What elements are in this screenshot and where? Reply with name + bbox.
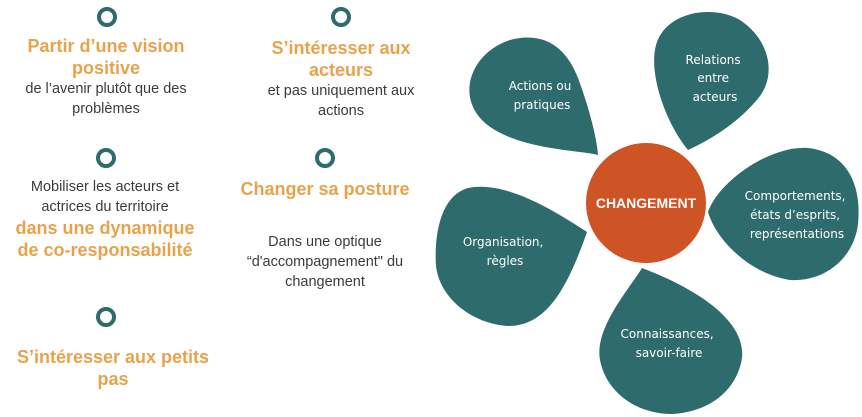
principle-title: Changer sa posture — [240, 179, 410, 199]
change-flower-diagram: CHANGEMENT Actions ou pratiques Relation… — [435, 12, 859, 414]
petal-organisation — [435, 186, 587, 326]
petal-actions — [469, 37, 598, 155]
circle-bullet-icon — [96, 148, 116, 168]
petal-label-actions: Actions ou pratiques — [509, 79, 575, 112]
circle-bullet-icon — [97, 7, 117, 27]
petal-label-comportements: Comportements, états d’esprits, représen… — [745, 189, 850, 241]
petal-comportements — [708, 147, 859, 281]
petal-label-connaissances: Connaissances, savoir-faire — [621, 327, 718, 360]
center-circle — [586, 143, 706, 263]
circle-bullet-icon — [96, 307, 116, 327]
principle-posture: Changer sa posture Dans une optique“d'ac… — [210, 178, 440, 292]
circle-bullet-icon — [315, 148, 335, 168]
petal-label-relations: Relations entre acteurs — [686, 53, 745, 104]
petal-label-organisation: Organisation, règles — [463, 235, 547, 268]
center-label: CHANGEMENT — [596, 195, 697, 211]
petal-connaissances — [599, 268, 743, 414]
circle-bullet-icon — [331, 7, 351, 27]
petal-relations — [654, 12, 769, 151]
